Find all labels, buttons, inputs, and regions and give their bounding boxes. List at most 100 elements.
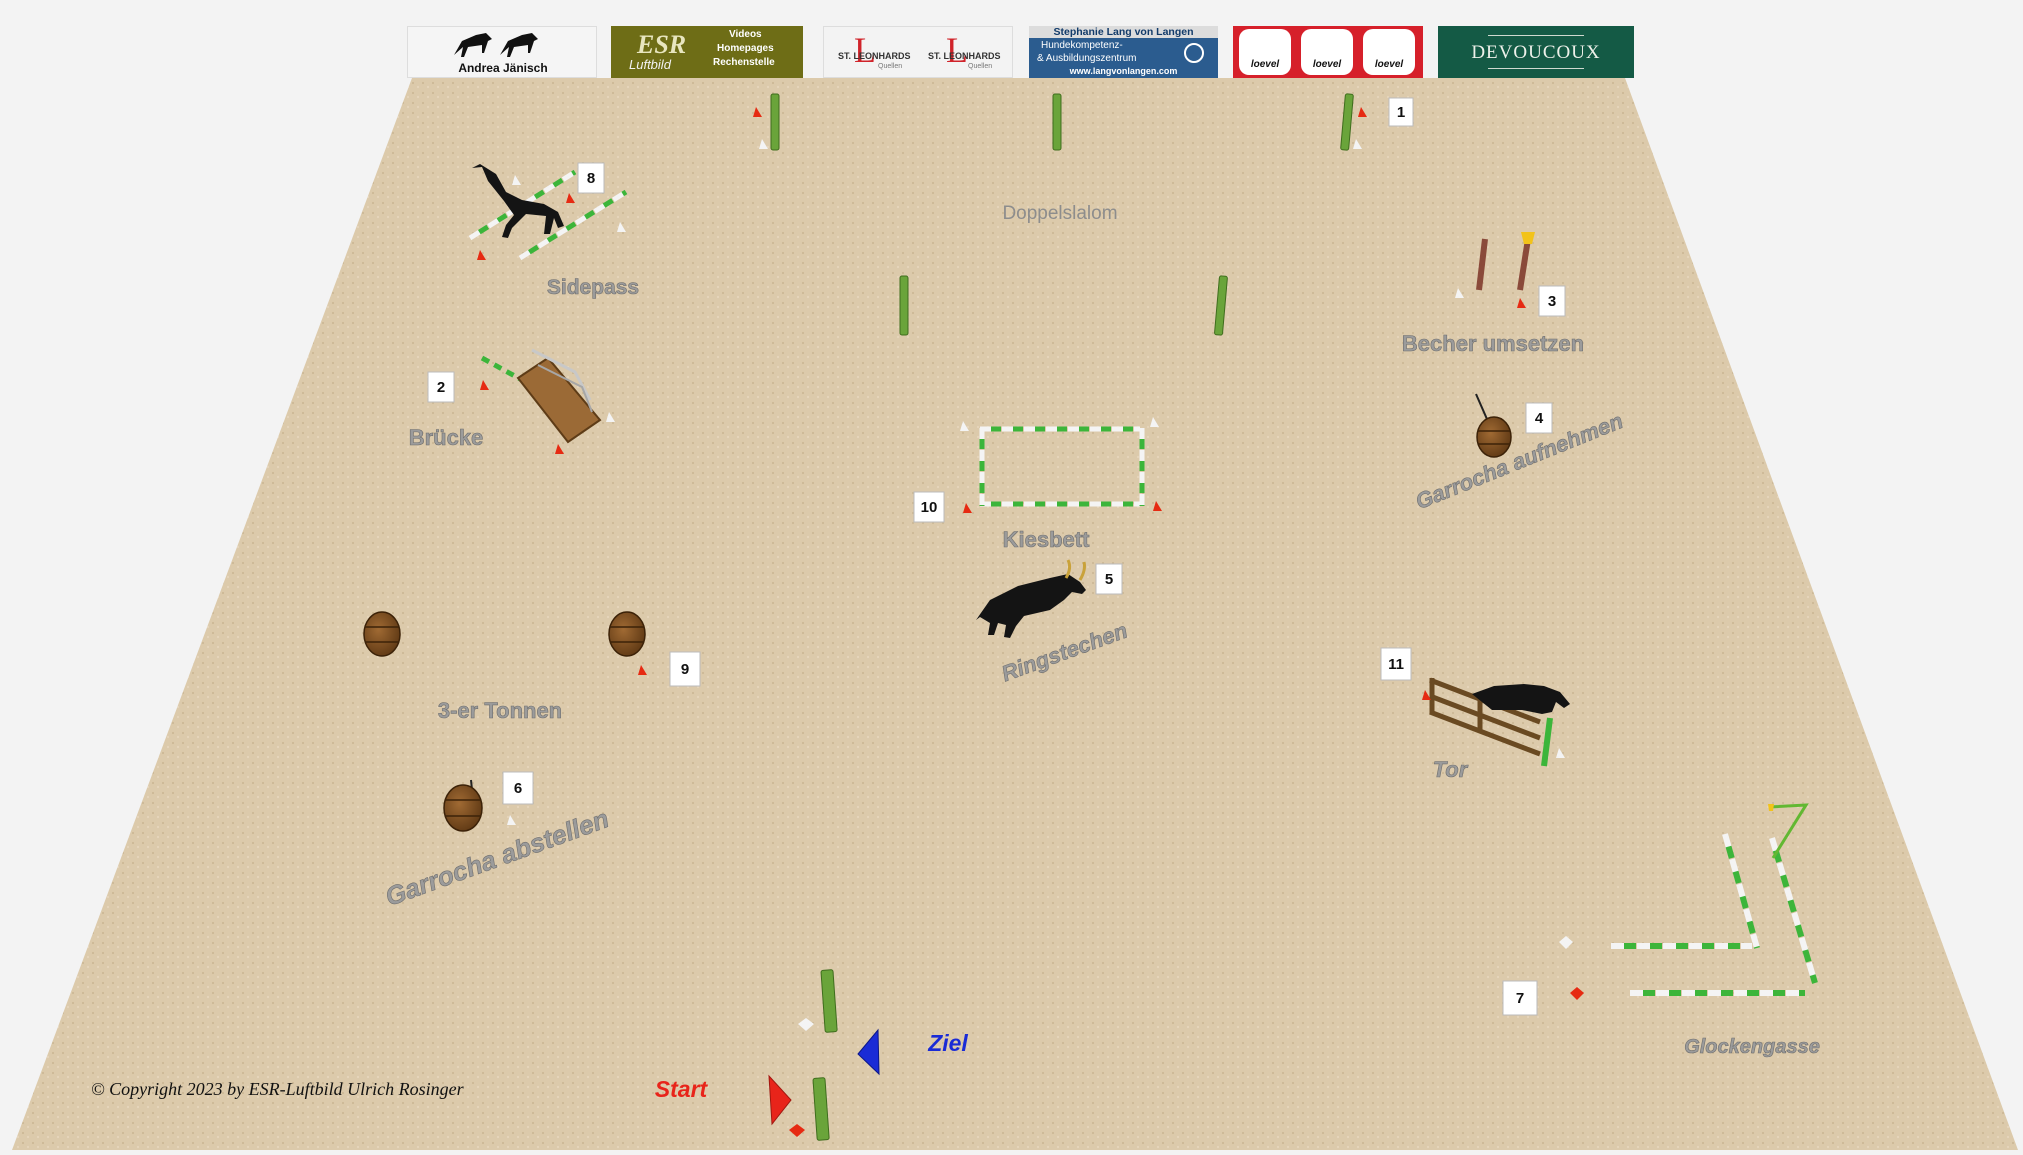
station-number: 3 bbox=[1548, 293, 1556, 310]
leonhards-l-icon: L bbox=[854, 30, 876, 70]
banner-stephanie-lang: Stephanie Lang von Langen Hundekompetenz… bbox=[1029, 26, 1218, 78]
leonhards-text: ST. LEONHARDS bbox=[928, 51, 1001, 61]
ground-pole bbox=[1722, 833, 1760, 949]
devoucoux-text: DEVOUCOUX bbox=[1471, 42, 1601, 63]
red-cone bbox=[1422, 690, 1431, 700]
station-number-card bbox=[669, 651, 701, 687]
finish-flag-icon bbox=[857, 1028, 880, 1076]
white-cone bbox=[512, 175, 521, 185]
horse-silhouette bbox=[472, 164, 564, 238]
esr-line: Videos bbox=[729, 29, 762, 40]
barrel bbox=[443, 784, 483, 832]
start-finish: Start Ziel bbox=[655, 969, 968, 1141]
red-cone bbox=[638, 665, 647, 675]
white-cone bbox=[798, 1018, 814, 1031]
bridge-railing bbox=[531, 348, 592, 401]
station-glockengasse: Glockengasse 7 bbox=[1502, 803, 1820, 1058]
slalom-pole bbox=[1052, 93, 1062, 151]
white-cone bbox=[1150, 417, 1159, 427]
red-cone bbox=[566, 193, 575, 203]
red-cone bbox=[753, 107, 762, 117]
leonhards-l-icon: L bbox=[946, 30, 968, 70]
red-cone bbox=[1570, 987, 1584, 1000]
banner-loevel: loevel loevel loevel bbox=[1233, 26, 1423, 78]
barrel bbox=[608, 611, 646, 657]
red-cone bbox=[555, 444, 564, 454]
start-flag-icon bbox=[768, 1074, 792, 1126]
gate-post bbox=[1541, 717, 1553, 767]
horses-logo-icon bbox=[454, 33, 538, 57]
station-bruecke: Brücke 2 bbox=[408, 348, 615, 454]
red-cone bbox=[1358, 107, 1367, 117]
slalom-pole bbox=[1340, 93, 1354, 151]
bull-horn bbox=[1064, 559, 1086, 581]
loevel-logo-tile: loevel bbox=[1239, 29, 1291, 75]
stephanie-line: Hundekompetenz- bbox=[1041, 40, 1123, 51]
white-cone bbox=[960, 421, 969, 431]
horse-silhouette bbox=[1472, 684, 1570, 714]
finish-label: Ziel bbox=[927, 1030, 968, 1056]
white-cone bbox=[1559, 936, 1573, 949]
start-label: Start bbox=[655, 1076, 709, 1102]
bell-icon bbox=[1768, 804, 1774, 811]
station-label: Tor bbox=[1433, 757, 1469, 782]
station-number-card bbox=[1525, 402, 1553, 434]
bridge-deck bbox=[516, 356, 602, 444]
red-cone bbox=[1153, 501, 1162, 511]
stephanie-url: www.langvonlangen.com bbox=[1069, 66, 1178, 76]
banner-andrea-jaenisch: Andrea Jänisch bbox=[407, 26, 597, 78]
station-number: 1 bbox=[1397, 104, 1405, 121]
white-cone bbox=[1556, 748, 1565, 758]
station-label: Doppelslalom bbox=[1002, 203, 1117, 224]
loevel-text: loevel bbox=[1374, 59, 1404, 70]
station-number: 9 bbox=[681, 661, 689, 678]
station-number: 5 bbox=[1105, 571, 1113, 588]
white-cone bbox=[759, 139, 768, 149]
cup bbox=[1521, 232, 1535, 244]
station-sidepass: Sidepass 8 bbox=[468, 162, 639, 299]
station-number-card bbox=[1095, 563, 1123, 595]
esr-line: Rechenstelle bbox=[713, 57, 775, 68]
station-label: Glockengasse bbox=[1684, 1036, 1820, 1058]
slalom-pole bbox=[770, 93, 780, 151]
station-number-card bbox=[1538, 285, 1566, 317]
station-number-card bbox=[1380, 647, 1412, 681]
station-number: 6 bbox=[514, 780, 522, 797]
loevel-logo-tile: loevel bbox=[1363, 29, 1415, 75]
white-cone bbox=[507, 815, 516, 825]
station-number: 4 bbox=[1535, 410, 1544, 427]
white-cone bbox=[1353, 139, 1362, 149]
white-cone bbox=[1455, 288, 1464, 298]
red-cone bbox=[789, 1124, 805, 1137]
barrel bbox=[1476, 416, 1512, 458]
station-becher-umsetzen: Becher umsetzen 3 bbox=[1402, 232, 1584, 356]
white-cone bbox=[606, 412, 615, 422]
loevel-logo-tile: loevel bbox=[1301, 29, 1353, 75]
devoucoux-line bbox=[1488, 68, 1584, 69]
station-number-card bbox=[577, 162, 605, 194]
esr-line: Homepages bbox=[717, 43, 774, 54]
bull-silhouette bbox=[976, 574, 1086, 638]
bridge-railing bbox=[537, 364, 593, 413]
cup-post bbox=[1517, 238, 1531, 291]
copyright-note: © Copyright 2023 by ESR-Luftbild Ulrich … bbox=[91, 1079, 464, 1099]
station-number: 8 bbox=[587, 170, 595, 187]
station-label: Kiesbett bbox=[1003, 527, 1090, 552]
leonhards-text: ST. LEONHARDS bbox=[838, 51, 911, 61]
ground-pole bbox=[518, 189, 628, 261]
station-number: 11 bbox=[1388, 656, 1404, 673]
red-cone bbox=[477, 250, 486, 260]
red-cone bbox=[480, 380, 489, 390]
ground-pole bbox=[1769, 837, 1818, 984]
station-label: Becher umsetzen bbox=[1402, 331, 1584, 356]
ground-pole bbox=[480, 355, 524, 383]
station-number-card bbox=[913, 491, 945, 523]
station-3er-tonnen: 3-er Tonnen 9 bbox=[363, 611, 701, 723]
stephanie-line: & Ausbildungszentrum bbox=[1037, 53, 1137, 64]
slalom-pole bbox=[1214, 275, 1228, 336]
station-doppelslalom: Doppelslalom 1 bbox=[753, 93, 1414, 336]
station-number-card bbox=[502, 771, 534, 805]
leonhards-sub: Quellen bbox=[878, 63, 903, 70]
station-tor: Tor 11 bbox=[1380, 647, 1570, 782]
